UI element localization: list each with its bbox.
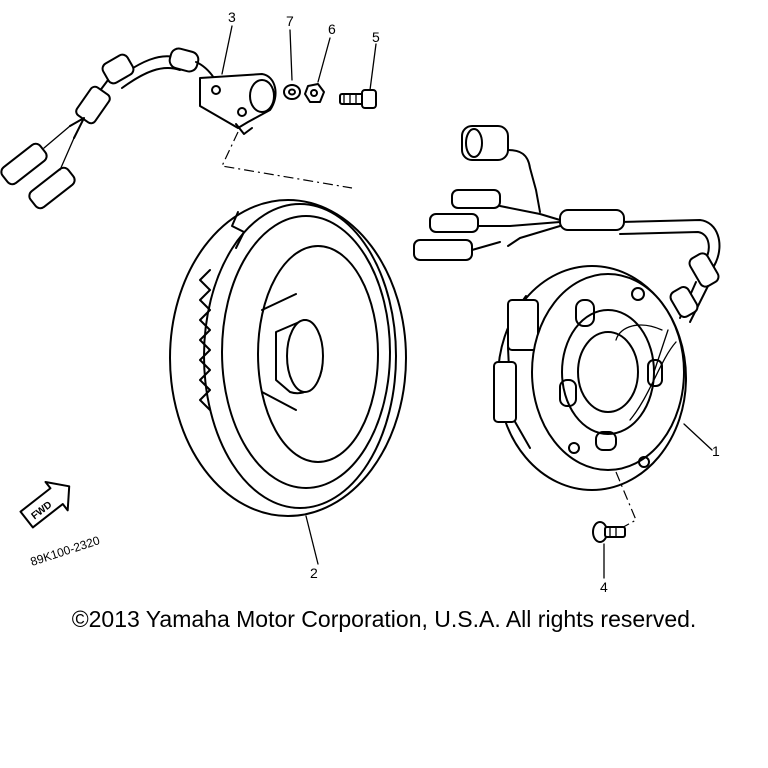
flywheel-rotor	[169, 199, 407, 517]
callout-3: 3	[228, 9, 236, 25]
callout-6: 6	[328, 21, 336, 37]
fwd-arrow-icon: FWD	[19, 480, 71, 529]
diagram-code: 89K100-2320	[29, 533, 102, 569]
leader-lines	[221, 25, 713, 579]
callout-4: 4	[600, 579, 608, 595]
copyright-notice: ©2013 Yamaha Motor Corporation, U.S.A. A…	[71, 606, 697, 632]
callout-2: 2	[310, 565, 318, 581]
parts-diagram: 3 7 6 5 2 4 1 FWD 89K100-2320	[0, 9, 721, 595]
nut-part-6	[304, 83, 325, 103]
stator-assembly	[413, 125, 721, 491]
screw-part-5	[339, 89, 377, 109]
callout-1: 1	[712, 443, 720, 459]
screw-part-4	[592, 521, 626, 543]
assembly-line	[221, 131, 353, 189]
washer-part-7	[283, 84, 301, 100]
pickup-coil-assembly	[0, 47, 277, 210]
callout-5: 5	[372, 29, 380, 45]
callout-7: 7	[286, 13, 294, 29]
